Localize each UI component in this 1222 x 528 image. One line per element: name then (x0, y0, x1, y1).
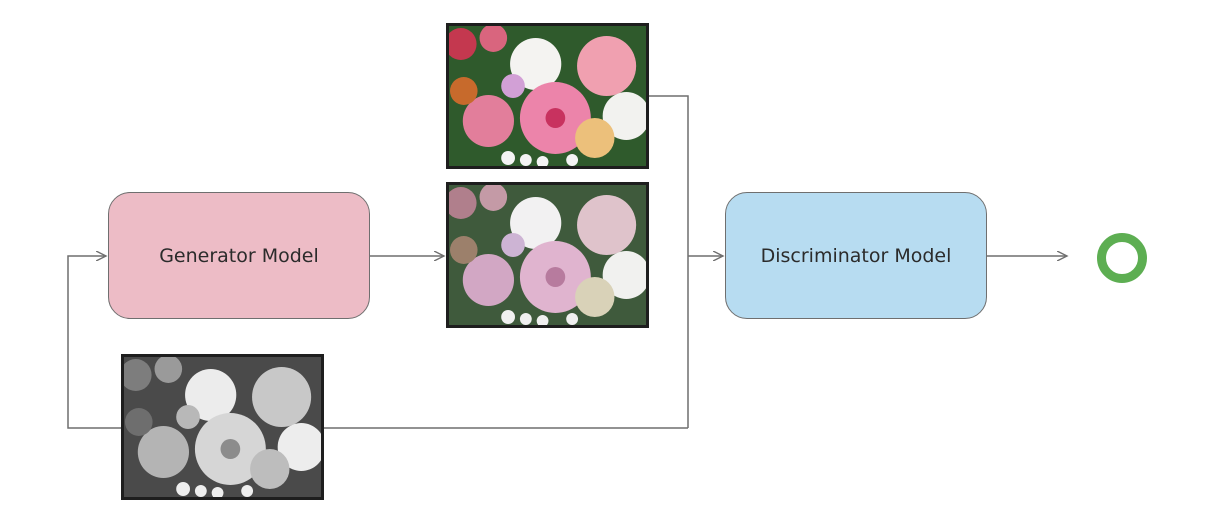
grayscale-to-generator-connector (67, 256, 121, 429)
grayscale-flower-image (121, 354, 324, 500)
real-image-connector (649, 95, 689, 428)
generator-model-box: Generator Model (108, 192, 370, 319)
generator-model-label: Generator Model (159, 244, 319, 267)
generated-flower-image (446, 182, 649, 328)
discriminator-model-box: Discriminator Model (725, 192, 987, 319)
discriminator-model-label: Discriminator Model (760, 244, 952, 267)
real-color-flower-image (446, 23, 649, 169)
output-circle-icon (1097, 233, 1147, 283)
